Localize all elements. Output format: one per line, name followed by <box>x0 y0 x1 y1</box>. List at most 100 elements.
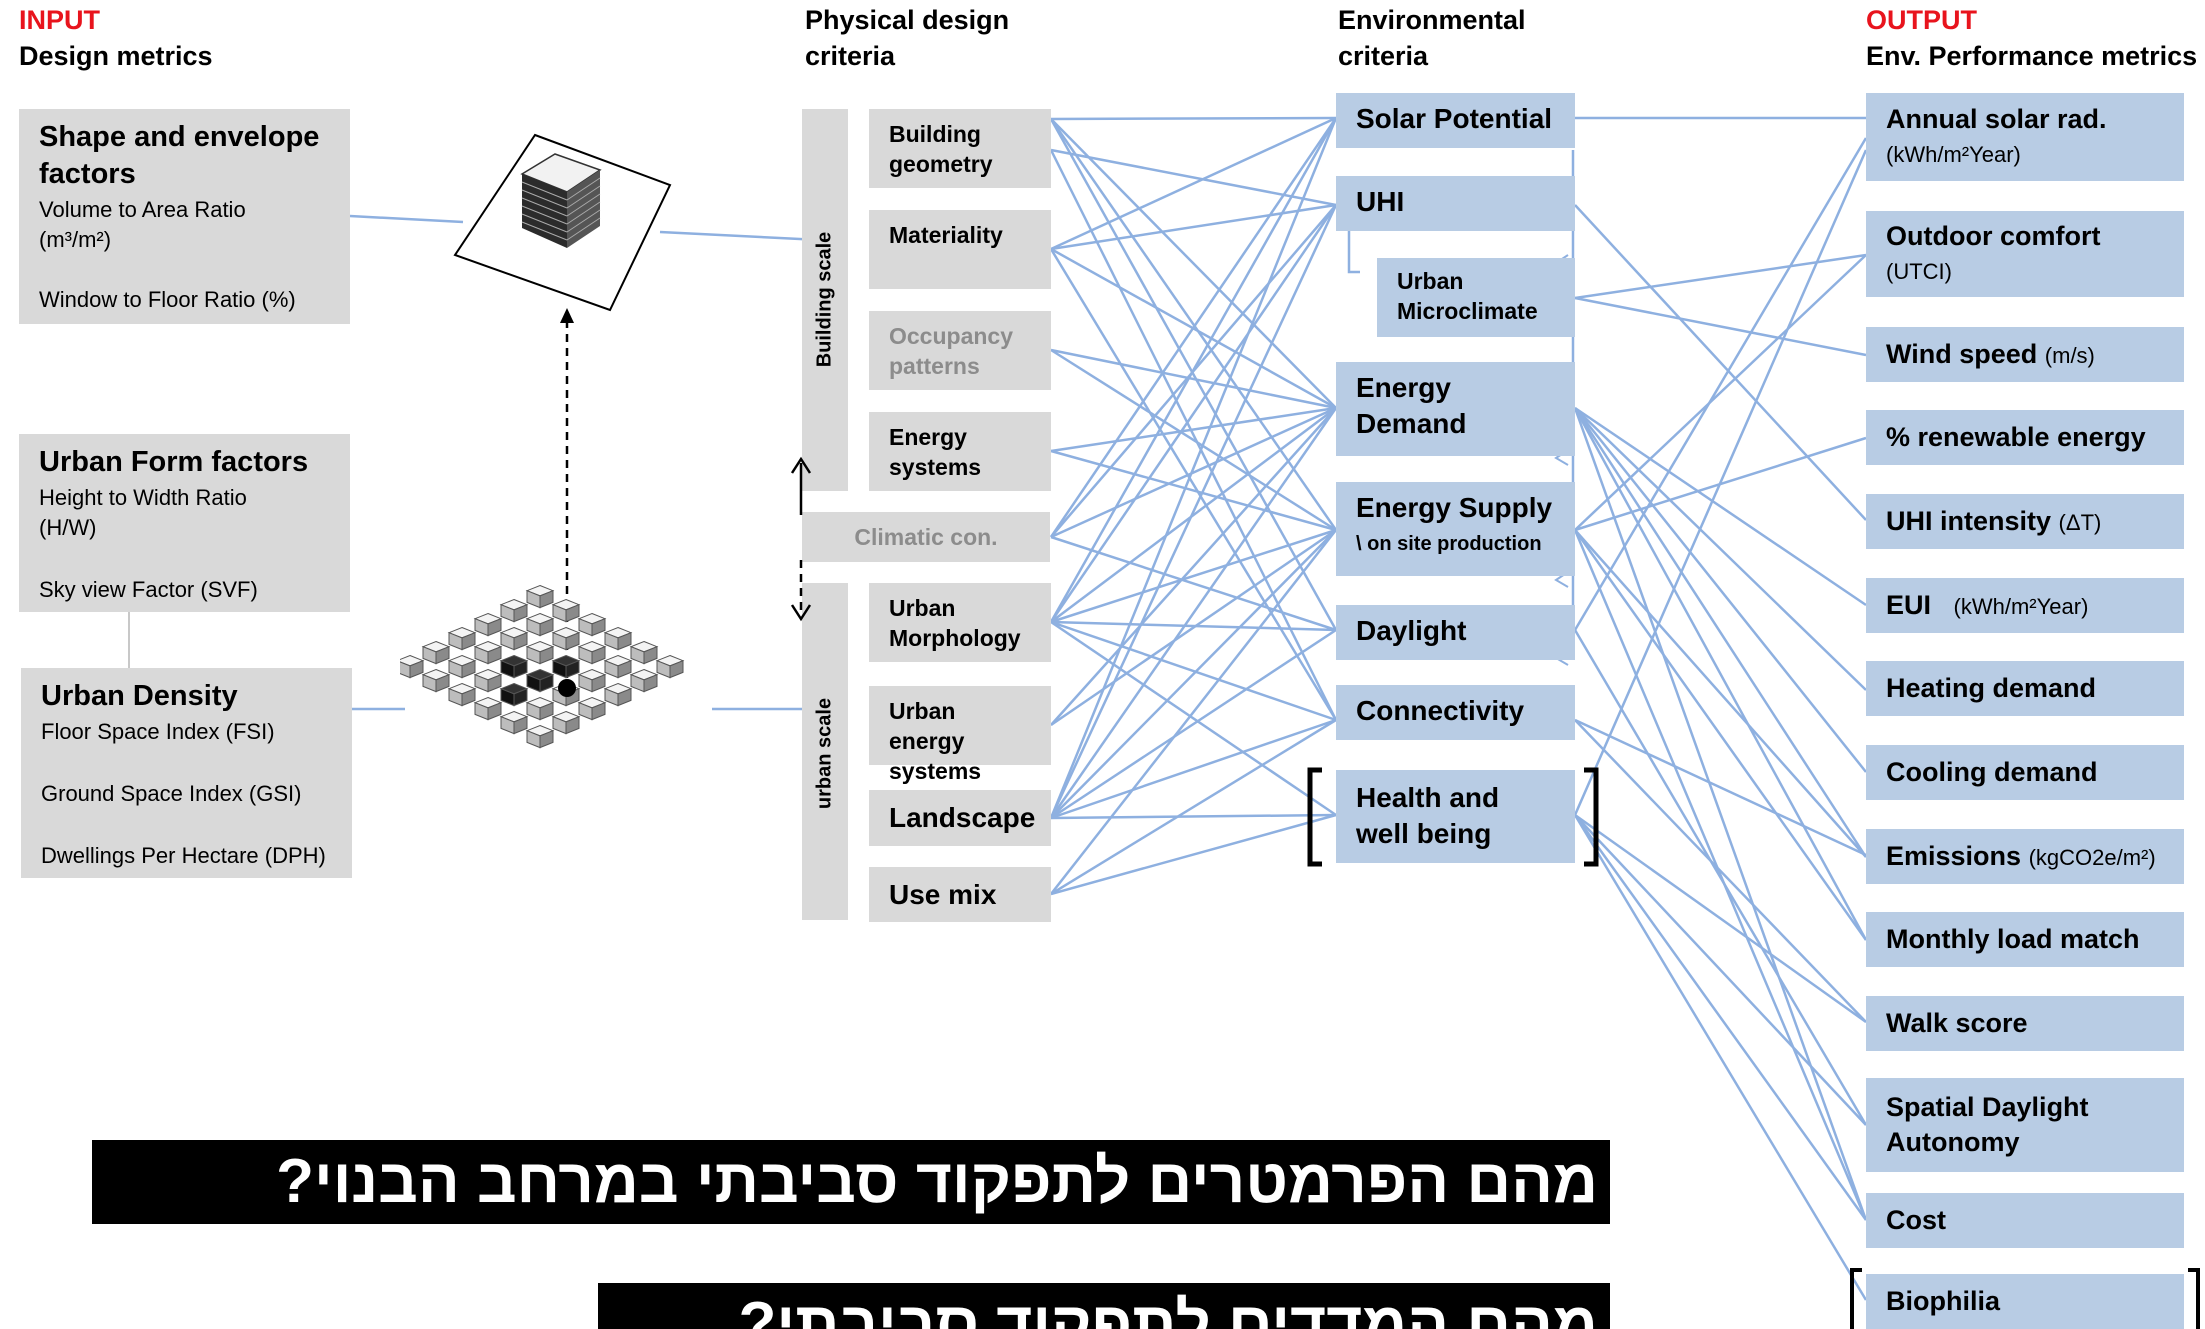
health-wellbeing-box: Health and well being <box>1336 770 1575 863</box>
occupancy-l1: Occupancy <box>889 323 1013 349</box>
energy-systems-box: Energy systems <box>869 412 1051 491</box>
connector-line <box>1049 407 1338 819</box>
climatic-conditions-box: Climatic con. <box>802 512 1050 562</box>
building-block <box>525 668 555 693</box>
building-block <box>629 668 659 693</box>
connector-line <box>1050 348 1337 410</box>
microclimate-l1: Urban <box>1397 268 1464 294</box>
building-block <box>577 640 607 665</box>
materiality-label: Materiality <box>889 222 1003 248</box>
urban-density-title: Urban Density <box>41 680 238 712</box>
building-block <box>525 724 555 749</box>
connector-line <box>1574 204 1867 521</box>
energy-supply-box: Energy Supply \ on site production <box>1336 482 1575 576</box>
gsi-metric: Ground Space Index (GSI) <box>41 781 302 806</box>
connector-line <box>1574 529 1867 858</box>
urban-morphology-l1: Urban <box>889 595 956 621</box>
health-brackets <box>1307 767 1599 867</box>
building-block <box>551 598 581 623</box>
connector-line <box>1573 137 1868 631</box>
energy-demand-l1: Energy <box>1356 372 1451 403</box>
output-title: Env. Performance metrics <box>1866 41 2198 71</box>
connector-line <box>1573 407 1868 1221</box>
landscape-label: Landscape <box>889 802 1036 833</box>
building-block <box>499 682 529 707</box>
dph-metric: Dwellings Per Hectare (DPH) <box>41 843 326 868</box>
connector-line <box>1050 407 1337 623</box>
connector-line <box>1049 117 1338 623</box>
annual-solar-box: Annual solar rad. (kWh/m²Year) <box>1866 93 2184 181</box>
building-block <box>603 654 633 679</box>
eui-unit: (kWh/m²Year) <box>1953 593 2089 619</box>
building-block <box>629 640 659 665</box>
building-block <box>499 654 529 679</box>
occupancy-l2: patterns <box>889 353 980 379</box>
annual-solar-unit: (kWh/m²Year) <box>1886 142 2021 167</box>
building-block <box>655 654 685 679</box>
urban-microclimate-box: Urban Microclimate <box>1377 258 1575 337</box>
connector-line <box>1574 406 1867 607</box>
connector-line <box>1574 253 1867 300</box>
building-block <box>577 696 607 721</box>
connector-line <box>1574 814 1867 1126</box>
building-block <box>603 626 633 651</box>
connector-line <box>1573 149 1868 816</box>
connector-line <box>1573 407 1868 941</box>
shape-envelope-box: Shape and envelope factors Volume to Are… <box>19 109 350 324</box>
uhi-box: UHI <box>1336 176 1575 231</box>
outdoor-comfort-label: Outdoor comfort <box>1886 221 2101 251</box>
energy-demand-l2: Demand <box>1356 408 1467 439</box>
physical-header-line2: criteria <box>805 41 896 71</box>
connector-line <box>1050 529 1337 895</box>
sky-view-factor: Sky view Factor (SVF) <box>39 577 258 602</box>
solar-potential-box: Solar Potential <box>1336 93 1575 148</box>
height-width-ratio: Height to Width Ratio <box>39 485 247 510</box>
connector-line <box>1574 254 1867 531</box>
vol-area-unit: (m³/m²) <box>39 227 112 252</box>
connector-line <box>1574 719 1867 1023</box>
connector-stub <box>128 612 130 668</box>
building-block <box>525 640 555 665</box>
load-match-label: Monthly load match <box>1886 924 2140 954</box>
energy-demand-box: Energy Demand <box>1336 362 1575 456</box>
heating-demand-box: Heating demand <box>1866 661 2184 716</box>
vol-area-ratio: Volume to Area Ratio <box>39 197 246 222</box>
connector-line <box>1573 629 1868 1126</box>
biophilia-box: Biophilia <box>1866 1274 2184 1329</box>
emissions-label: Emissions <box>1886 840 2022 871</box>
connectivity-box: Connectivity <box>1336 685 1575 740</box>
env-header-line1: Environmental <box>1338 5 1526 35</box>
building-block <box>473 612 503 637</box>
window-floor-ratio: Window to Floor Ratio (%) <box>39 287 296 312</box>
building-geometry-l1: Building <box>889 121 981 147</box>
connector-line <box>1050 203 1337 251</box>
building-illustration <box>453 133 672 312</box>
connector-line <box>1049 117 1338 538</box>
connector-line <box>1050 813 1337 896</box>
microclimate-l2: Microclimate <box>1397 298 1538 324</box>
connector-line <box>1573 814 1868 1301</box>
connector-line <box>1050 620 1337 722</box>
use-mix-box: Use mix <box>869 867 1051 922</box>
energy-supply-l2: \ on site production <box>1356 533 1542 555</box>
building-block <box>551 626 581 651</box>
scale-arrows <box>790 456 812 622</box>
eui-label: EUI <box>1886 589 1932 620</box>
connector-line <box>1049 204 1338 623</box>
connector-line <box>1573 529 1868 1221</box>
building-block <box>473 640 503 665</box>
wind-speed-unit: (m/s) <box>2044 342 2095 368</box>
connector-line <box>1574 718 1867 857</box>
building-block <box>473 668 503 693</box>
building-scale-bar <box>802 109 848 491</box>
shape-title-line1: Shape and envelope <box>39 121 320 153</box>
connector-line <box>1050 718 1337 820</box>
building-block <box>525 584 555 609</box>
renewable-energy-box: % renewable energy <box>1866 410 2184 465</box>
building-block <box>551 654 581 679</box>
connector-line <box>1574 813 1867 1024</box>
urban-morphology-box: Urban Morphology <box>869 583 1051 662</box>
urban-scale-bar <box>802 583 848 920</box>
shape-title-line2: factors <box>39 158 136 190</box>
